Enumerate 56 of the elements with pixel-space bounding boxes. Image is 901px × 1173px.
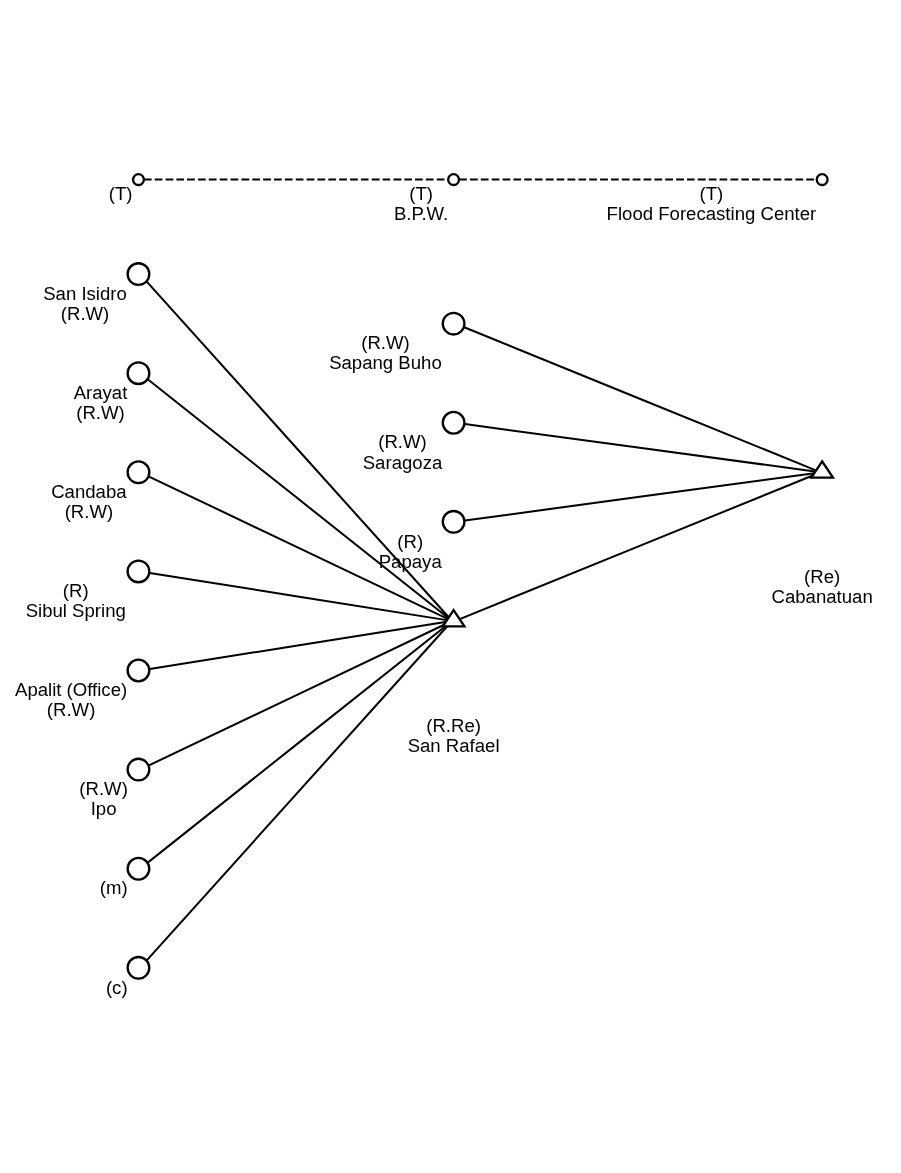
node-label: (c) [105, 976, 128, 998]
node-label: (R.W) [361, 332, 410, 354]
connector [147, 378, 449, 619]
node-circle [126, 262, 151, 287]
connector [464, 423, 816, 473]
connector [145, 280, 450, 618]
connector [149, 621, 446, 670]
node-label: (T) [108, 182, 133, 204]
connector [464, 472, 815, 522]
node-circle [126, 856, 151, 881]
node-circle [126, 658, 151, 683]
node-circle [815, 173, 829, 187]
node-label: Cabanatuan [771, 586, 873, 608]
node-circle [447, 173, 461, 187]
connector [149, 571, 447, 622]
connector [148, 475, 449, 620]
node-label: (T) [699, 182, 724, 204]
connector [459, 474, 814, 620]
node-label: Candaba [51, 481, 127, 502]
node-label: Saragoza [362, 451, 443, 473]
node-label: (R.Re) [426, 714, 481, 736]
node-label: Flood Forecasting Center [606, 203, 817, 225]
connector [463, 326, 817, 472]
node-circle [441, 311, 466, 336]
node-label: (R) [62, 580, 89, 602]
connector [147, 625, 446, 864]
node-circle [126, 955, 151, 980]
node-label: Sapang Buho [329, 352, 442, 374]
node-circle [441, 410, 466, 435]
node-label: San Isidro [43, 282, 127, 304]
node-circle [126, 460, 151, 485]
node-circle [441, 509, 466, 534]
node-label: (R.W) [378, 431, 427, 453]
node-label: (T) [409, 182, 433, 204]
node-label: (Re) [804, 566, 841, 588]
node-label: Apalit (Office) [15, 679, 128, 701]
node-label: Arayat [73, 381, 128, 403]
node-label: Sibul Spring [25, 600, 126, 622]
connector [148, 624, 445, 767]
node-label: (R.W) [46, 699, 96, 721]
node-circle [126, 361, 151, 386]
node-label: (R.W) [76, 402, 125, 424]
node-label: (R.W) [60, 302, 110, 324]
node-label: (m) [99, 877, 128, 899]
node-label: (R) [397, 530, 424, 552]
node-label: Ipo [90, 798, 117, 820]
node-label: (R.W) [64, 501, 114, 523]
node-triangle [809, 459, 836, 479]
node-circle [126, 559, 151, 584]
node-label: (R.W) [79, 778, 128, 800]
node-label: B.P.W. [393, 203, 449, 225]
node-circle [126, 757, 151, 782]
node-triangle [440, 608, 467, 628]
node-circle [131, 173, 146, 187]
connector [459, 178, 817, 181]
connector [145, 625, 448, 962]
